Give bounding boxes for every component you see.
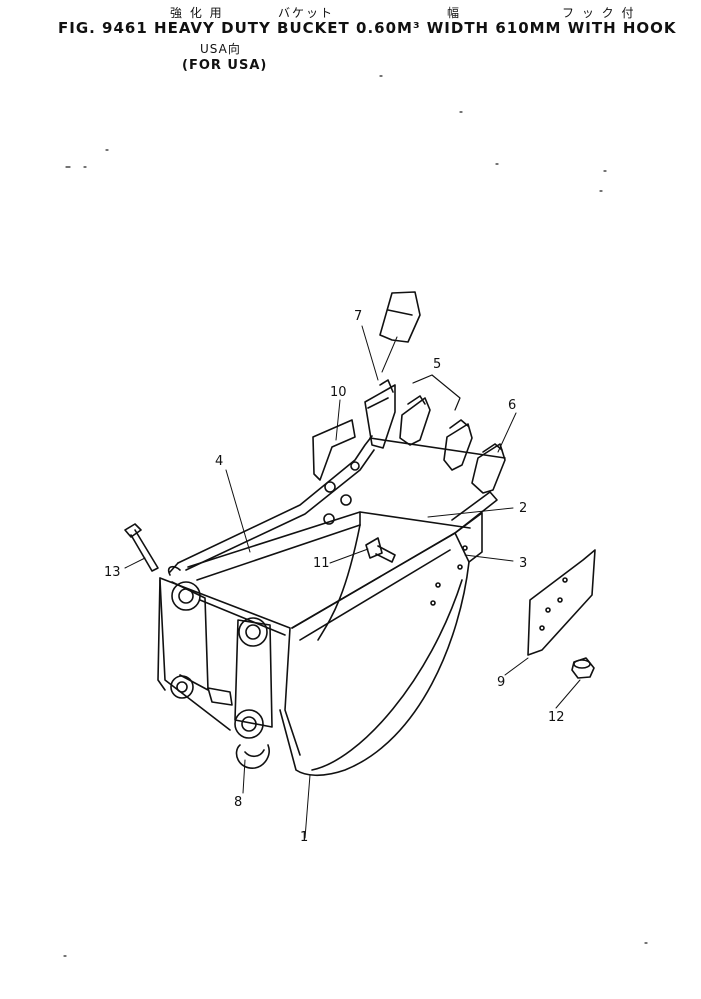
leader-lines bbox=[124, 325, 581, 839]
callout-9: 9 bbox=[497, 675, 505, 690]
nut-12 bbox=[571, 657, 595, 679]
jp-label-bucket: バケット bbox=[278, 6, 335, 20]
callout-3: 3 bbox=[519, 556, 527, 571]
side-plate-holes bbox=[323, 461, 360, 525]
callout-10: 10 bbox=[330, 385, 347, 400]
for-usa-label: (FOR USA) bbox=[182, 58, 268, 73]
hinge-bosses bbox=[157, 565, 301, 756]
callout-12: 12 bbox=[548, 710, 565, 725]
jp-label-width: 幅 bbox=[447, 6, 462, 20]
tooth-adapters bbox=[364, 379, 506, 494]
callout-7: 7 bbox=[354, 309, 362, 324]
hook-8 bbox=[235, 744, 270, 769]
callout-1: 1 bbox=[300, 830, 308, 845]
jp-label-with-hook: フ ッ ク 付 bbox=[562, 6, 636, 20]
bolt-13 bbox=[124, 523, 159, 572]
callout-11: 11 bbox=[313, 556, 330, 571]
callout-labels: 1 2 3 4 5 6 7 8 9 10 11 12 13 bbox=[104, 309, 565, 845]
callout-13: 13 bbox=[104, 565, 121, 580]
bucket-body bbox=[187, 511, 471, 777]
callout-5: 5 bbox=[433, 357, 441, 372]
bolt-11 bbox=[365, 537, 396, 563]
scan-specks bbox=[63, 75, 648, 957]
callout-4: 4 bbox=[215, 454, 223, 469]
callout-6: 6 bbox=[508, 398, 516, 413]
tooth-point-7 bbox=[379, 291, 421, 343]
side-plate-right bbox=[291, 491, 498, 629]
wear-plate-10 bbox=[312, 419, 356, 481]
jp-label-usa: USA向 bbox=[200, 42, 241, 56]
side-cutter-9 bbox=[527, 549, 596, 656]
callout-bracket-5 bbox=[412, 374, 461, 411]
figure-title: FIG. 9461 HEAVY DUTY BUCKET 0.60M³ WIDTH… bbox=[58, 19, 677, 37]
callout-2: 2 bbox=[519, 501, 527, 516]
callout-8: 8 bbox=[234, 795, 242, 810]
jp-label-reinforced: 強 化 用 bbox=[170, 6, 224, 20]
